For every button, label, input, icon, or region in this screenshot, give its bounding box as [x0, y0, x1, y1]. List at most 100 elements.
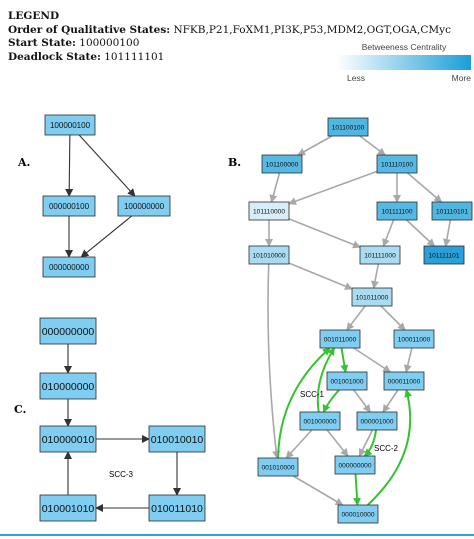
node-box — [39, 494, 97, 522]
edge-b1-b2 — [297, 135, 333, 156]
edge-b15-b18 — [326, 429, 349, 457]
centrality-title: Betweeness Centrality — [361, 42, 447, 52]
node-label: 010000000 — [42, 381, 95, 393]
node-box — [261, 154, 303, 174]
node-box — [257, 457, 299, 477]
edge-b11-b14 — [353, 347, 392, 373]
node-label: 000000000 — [338, 462, 371, 469]
graph-a-node-000000100: 000000100 — [42, 195, 96, 217]
order-value: NFKB,P21,FoXM1,PI3K,P53,MDM2,OGT,OGA,CMy… — [173, 23, 451, 36]
start-state-label: Start State: — [8, 37, 76, 50]
graph-b-node-000011000: 000011000 — [383, 371, 425, 391]
graph-b-node-101111101: 101111101 — [423, 245, 465, 265]
edge-b10-b11 — [346, 305, 366, 331]
node-box — [148, 494, 206, 522]
node-box — [327, 117, 369, 137]
node-box — [423, 245, 465, 265]
graph-b-node-101111000: 101111000 — [359, 245, 401, 265]
node-label: 101100100 — [332, 124, 365, 131]
edge-b15-b11 — [316, 347, 336, 413]
centrality-less-label: Less — [347, 73, 365, 83]
node-box — [326, 371, 368, 391]
edge-a3-a4 — [80, 215, 133, 258]
panel-label-c: C. — [14, 403, 26, 416]
graph-c-node-010000010: 010000010 — [39, 425, 97, 453]
edge-b10-b12 — [380, 305, 406, 331]
scc-3-label: SCC-3 — [109, 470, 134, 479]
node-label: 101011000 — [356, 294, 389, 301]
edge-b13-b15 — [322, 389, 340, 413]
edge-b17-b19 — [292, 475, 344, 506]
node-label: 101110100 — [381, 161, 413, 168]
node-box — [117, 195, 171, 217]
graph-c-node-010000000: 010000000 — [39, 372, 97, 400]
graph-b-node-101100000: 101100000 — [261, 154, 303, 174]
edge-b2-b4 — [269, 172, 281, 203]
centrality-more-label: More — [451, 73, 471, 83]
graph-a-node-000000000: 000000000 — [42, 256, 96, 278]
graph-b-node-001001000: 001001000 — [326, 371, 368, 391]
node-label: 010000010 — [42, 434, 95, 446]
graph-b-node-101011000: 101011000 — [351, 287, 393, 307]
node-label: 101111000 — [364, 252, 396, 259]
order-label: Order of Qualitative States: — [8, 23, 171, 36]
panel-label-a: A. — [17, 156, 30, 169]
node-label: 101100000 — [266, 161, 299, 168]
node-label: 000011000 — [388, 378, 421, 385]
node-label: 001010000 — [261, 464, 294, 471]
node-box — [148, 425, 206, 453]
edge-b1-b3 — [359, 135, 386, 156]
legend-heading: LEGEND — [8, 10, 60, 22]
edge-b18-b19 — [353, 473, 362, 506]
graph-c-node-010001010: 010001010 — [39, 494, 97, 522]
graph-c-node-010010010: 010010010 — [148, 425, 206, 453]
edge-b16-b18-green — [363, 429, 377, 457]
centrality-legend: Betweeness Centrality Less More — [337, 42, 471, 85]
edge-b3-b6 — [407, 172, 443, 203]
node-box — [356, 411, 398, 431]
node-label: 101110101 — [436, 208, 468, 215]
node-label: 000010000 — [341, 511, 374, 518]
node-label: 000000000 — [49, 263, 90, 272]
node-box — [359, 245, 401, 265]
node-label: 010010010 — [151, 434, 204, 446]
graph-b-node-000000000: 000000000 — [334, 455, 376, 475]
edge-b19-b14 — [366, 389, 412, 506]
node-label: 100000100 — [50, 121, 91, 130]
node-box — [393, 329, 435, 349]
graph-a-node-100000100: 100000100 — [44, 114, 96, 136]
edge-b3-b4 — [288, 170, 378, 205]
graph-c-node-010011010: 010011010 — [148, 494, 206, 522]
graph-b-node-101100100: 101100100 — [327, 117, 369, 137]
edge-b7-b17 — [267, 263, 281, 459]
graph-b-node-101111100: 101111100 — [376, 201, 418, 221]
edge-b16-b18 — [358, 429, 374, 457]
node-box — [39, 317, 97, 345]
edge-b8-b10 — [371, 263, 380, 289]
edge-a1-a2 — [65, 134, 74, 197]
node-label: 001000000 — [303, 418, 336, 425]
edge-b12-b14 — [403, 347, 413, 373]
graph-b-node-101110000: 101110000 — [248, 201, 290, 221]
node-box — [383, 371, 425, 391]
node-label: 001001000 — [330, 378, 363, 385]
node-box — [319, 329, 361, 349]
node-box — [44, 114, 96, 136]
node-label: 000001000 — [360, 418, 393, 425]
node-label: 101110000 — [253, 208, 285, 215]
node-box — [248, 245, 290, 265]
deadlock-state-label: Deadlock State: — [8, 50, 101, 63]
node-label: 000000100 — [49, 202, 90, 211]
edge-b13-b16 — [353, 389, 371, 413]
node-box — [42, 256, 96, 278]
node-label: 101010000 — [252, 252, 285, 259]
edge-a1-a3 — [78, 134, 136, 197]
start-state-value: 100000100 — [79, 37, 140, 50]
centrality-gradient-bar — [337, 55, 471, 70]
legend: LEGEND Order of Qualitative States: NFKB… — [8, 10, 451, 64]
graph-b-node-100011000: 100011000 — [393, 329, 435, 349]
graph-b-node-000010000: 000010000 — [337, 504, 379, 524]
node-label: 100000000 — [124, 202, 165, 211]
edge-b11-b13 — [340, 347, 349, 373]
